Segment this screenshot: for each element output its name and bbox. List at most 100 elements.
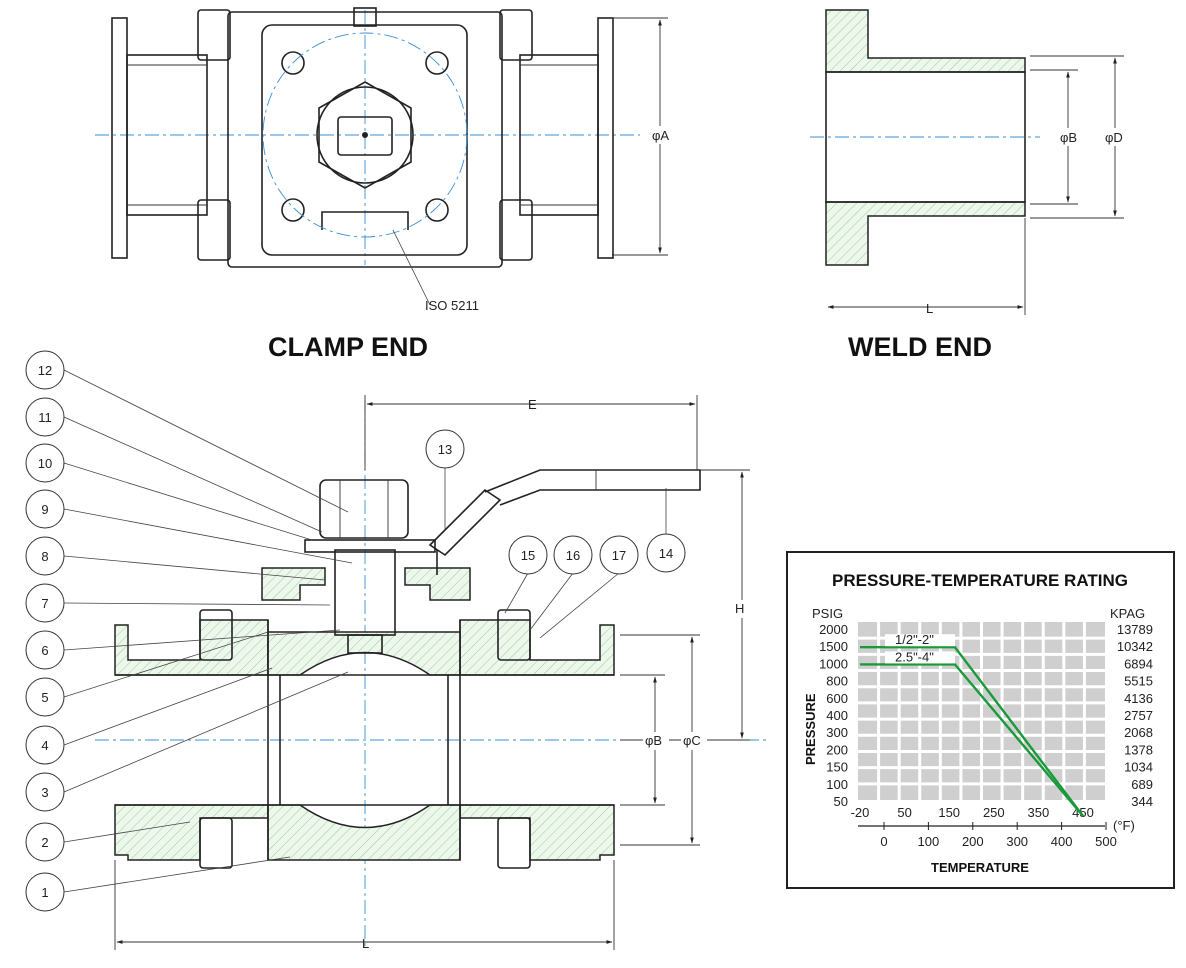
svg-text:16: 16 <box>566 548 580 563</box>
psig-tick: 50 <box>834 794 848 809</box>
psig-tick-labels: 2000 1500 1000 800 600 400 300 200 150 100 50 <box>819 622 848 809</box>
dim-E: E <box>528 397 537 412</box>
svg-text:14: 14 <box>659 546 673 561</box>
clamp-end-view: ISO 5211 φA CLAMP END <box>95 7 676 362</box>
upper-temp-tick: -20 <box>851 805 870 820</box>
lower-temp-tick: 300 <box>1006 834 1028 849</box>
lower-temp-tick: 0 <box>880 834 887 849</box>
svg-text:7: 7 <box>41 596 48 611</box>
iso-label: ISO 5211 <box>425 298 479 313</box>
kpag-tick: 4136 <box>1124 691 1153 706</box>
dim-phiA: φA <box>652 128 669 143</box>
part-callout: 17 <box>539 535 639 639</box>
svg-text:17: 17 <box>612 548 626 563</box>
temperature-axis-label: TEMPERATURE <box>931 860 1029 875</box>
kpag-tick: 1378 <box>1124 742 1153 757</box>
part-callout: 4 <box>25 667 273 765</box>
part-callout: 3 <box>25 671 349 812</box>
svg-text:10: 10 <box>38 456 52 471</box>
kpag-tick: 6894 <box>1124 656 1153 671</box>
lower-temp-tick: 400 <box>1051 834 1073 849</box>
svg-text:12: 12 <box>38 363 52 378</box>
psig-tick: 400 <box>826 708 848 723</box>
kpag-tick: 344 <box>1131 794 1153 809</box>
svg-text:5: 5 <box>41 690 48 705</box>
psig-tick: 800 <box>826 674 848 689</box>
dim-phiC: φC <box>683 733 701 748</box>
upper-temp-tick: 350 <box>1028 805 1050 820</box>
svg-text:11: 11 <box>38 410 52 425</box>
dim-phiB-weld: φB <box>1060 130 1077 145</box>
kpag-tick: 1034 <box>1124 760 1153 775</box>
lower-temp-tick-labels: 0 100 200 300 400 500 <box>880 822 1117 849</box>
lower-temp-tick: 500 <box>1095 834 1117 849</box>
svg-text:8: 8 <box>41 549 48 564</box>
dim-H: H <box>735 601 744 616</box>
kpag-tick: 13789 <box>1117 622 1153 637</box>
svg-text:6: 6 <box>41 643 48 658</box>
kpag-tick: 2068 <box>1124 725 1153 740</box>
psig-tick: 1000 <box>819 656 848 671</box>
lower-temp-tick: 200 <box>962 834 984 849</box>
svg-text:1: 1 <box>41 885 48 900</box>
psig-tick: 2000 <box>819 622 848 637</box>
series-label: 2.5"-4" <box>895 649 934 664</box>
kpag-unit: KPAG <box>1110 606 1145 621</box>
psig-tick: 300 <box>826 725 848 740</box>
series-label-box <box>885 634 955 647</box>
kpag-tick: 5515 <box>1124 674 1153 689</box>
temp-unit: (°F) <box>1113 818 1135 833</box>
lower-temp-tick: 100 <box>918 834 940 849</box>
part-callout: 10 <box>25 443 313 541</box>
part-callout: 5 <box>25 631 269 717</box>
upper-temp-tick: 250 <box>983 805 1005 820</box>
kpag-tick: 10342 <box>1117 639 1153 654</box>
part-callout: 8 <box>25 536 326 581</box>
series-label: 1/2"-2" <box>895 632 934 647</box>
part-callout: 6 <box>25 629 341 670</box>
part-callout: 13 <box>425 429 465 530</box>
series-line <box>860 663 1084 817</box>
kpag-tick-labels: 13789 10342 6894 5515 4136 2757 2068 1378 1034 68… <box>1117 622 1153 809</box>
upper-temp-tick: 150 <box>938 805 960 820</box>
part-callout: 9 <box>25 489 353 564</box>
kpag-tick: 689 <box>1131 777 1153 792</box>
psig-tick: 150 <box>826 760 848 775</box>
upper-temp-tick: 50 <box>897 805 911 820</box>
svg-text:15: 15 <box>521 548 535 563</box>
dim-phiB: φB <box>645 733 662 748</box>
psig-tick: 1500 <box>819 639 848 654</box>
dim-L: L <box>362 936 369 951</box>
part-callout: 16 <box>529 535 593 631</box>
svg-text:9: 9 <box>41 502 48 517</box>
dim-phiD: φD <box>1105 130 1123 145</box>
psig-tick: 600 <box>826 691 848 706</box>
svg-text:13: 13 <box>438 442 452 457</box>
part-callout: 11 <box>25 397 323 533</box>
psig-tick: 100 <box>826 777 848 792</box>
part-callouts: 12 11 10 9 8 7 6 <box>25 350 686 912</box>
dim-L-weld: L <box>926 301 933 316</box>
svg-text:4: 4 <box>41 738 48 753</box>
section-view: E H φB φC L <box>95 395 770 951</box>
kpag-tick: 2757 <box>1124 708 1153 723</box>
psig-tick: 200 <box>826 742 848 757</box>
part-callout: 12 <box>25 350 349 513</box>
clamp-end-title: CLAMP END <box>268 332 428 362</box>
part-callout: 14 <box>646 488 686 573</box>
part-callout: 15 <box>504 535 548 614</box>
weld-end-title: WELD END <box>848 332 992 362</box>
part-callout: 1 <box>25 856 291 912</box>
series-label-box <box>885 651 955 664</box>
svg-text:3: 3 <box>41 785 48 800</box>
series-line <box>860 646 1084 817</box>
pressure-axis-label: PRESSURE <box>803 693 818 765</box>
part-callout: 2 <box>25 821 191 862</box>
part-callout: 7 <box>25 583 331 623</box>
svg-text:2: 2 <box>41 835 48 850</box>
rating-grid <box>858 622 1105 800</box>
pt-rating-panel: PRESSURE-TEMPERATURE RATING PSIG KPAG 20… <box>786 551 1175 889</box>
